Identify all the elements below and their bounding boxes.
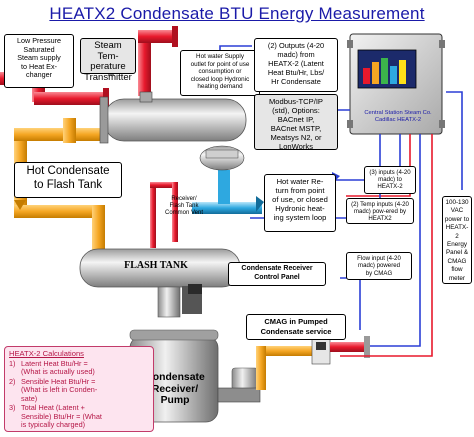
label-receiver-pump: Condensate Receiver/ Pump — [145, 372, 205, 406]
label-temp-inputs: (2) Temp inputs (4-20 madc) pow-ered by … — [346, 198, 414, 224]
calc-item: 1) Latent Heat Btu/Hr = (What is actuall… — [9, 358, 149, 377]
label-hot-water-return: Hot water Re- turn from point of use, or… — [264, 174, 336, 232]
calc-item-text: Sensible Heat Btu/Hr = (What is left in … — [21, 376, 98, 403]
label-receiver-vent: Receiver/ Flash Tank Common Vent — [164, 196, 204, 216]
diagram-title: HEATX2 Condensate BTU Energy Measurement — [49, 4, 425, 23]
heat-exchanger — [99, 91, 247, 144]
calc-item: 3) Total Heat (Latent + Sensible) Btu/Hr… — [9, 403, 149, 430]
calc-item-text: Latent Heat Btu/Hr = (What is actually u… — [21, 358, 95, 376]
flash-tank-label: FLASH TANK — [124, 260, 188, 271]
calc-item-number: 2) — [9, 376, 16, 386]
calc-item: 2) Sensible Heat Btu/Hr = (What is left … — [9, 376, 149, 404]
calculations-box: HEATX-2 Calculations 1) Latent Heat Btu/… — [4, 346, 154, 432]
calculations-heading: HEATX-2 Calculations — [9, 349, 84, 358]
calc-item-text: Total Heat (Latent + Sensible) Btu/Hr = … — [21, 403, 102, 429]
panel-label: Central Station Steam Co. Cadillac HEATX… — [364, 110, 432, 123]
steam-supply-pipe — [0, 26, 178, 248]
water-pipe — [192, 170, 262, 214]
flash-tank — [79, 248, 241, 318]
label-hot-condensate: Hot Condensate to Flash Tank — [14, 162, 122, 198]
label-inputs-3: (3) inputs (4-20 madc) to HEATX-2 — [364, 166, 416, 194]
label-low-pressure-steam: Low Pressure Saturated Steam supply to H… — [4, 34, 74, 88]
label-steam-temp-transmitter: Steam Tem- perature Transmitter — [80, 38, 136, 82]
calc-item-number: 1) — [9, 358, 16, 368]
label-outputs: (2) Outputs (4-20 madc) from HEATX-2 (La… — [254, 38, 338, 92]
label-flow-input: Flow input (4-20 madc) powered by CMAG — [346, 252, 412, 280]
heatx2-energy-panel — [347, 33, 445, 135]
label-power-120vac: 100-130 VAC power to HEATX-2 Energy Pane… — [442, 196, 472, 284]
label-cmag: CMAG in Pumped Condensate service — [246, 314, 346, 340]
receiver-pump — [217, 346, 330, 403]
label-receiver-control-panel: Condensate Receiver Control Panel — [228, 262, 326, 286]
water-pump — [199, 145, 245, 171]
label-hot-water-supply: Hot water Supply outlet for point of use… — [180, 50, 260, 96]
label-modbus: Modbus-TCP/IP (std), Options: BACnet IP,… — [254, 94, 338, 151]
calc-item-number: 3) — [9, 403, 16, 412]
cmag-flow-meter — [311, 336, 370, 365]
